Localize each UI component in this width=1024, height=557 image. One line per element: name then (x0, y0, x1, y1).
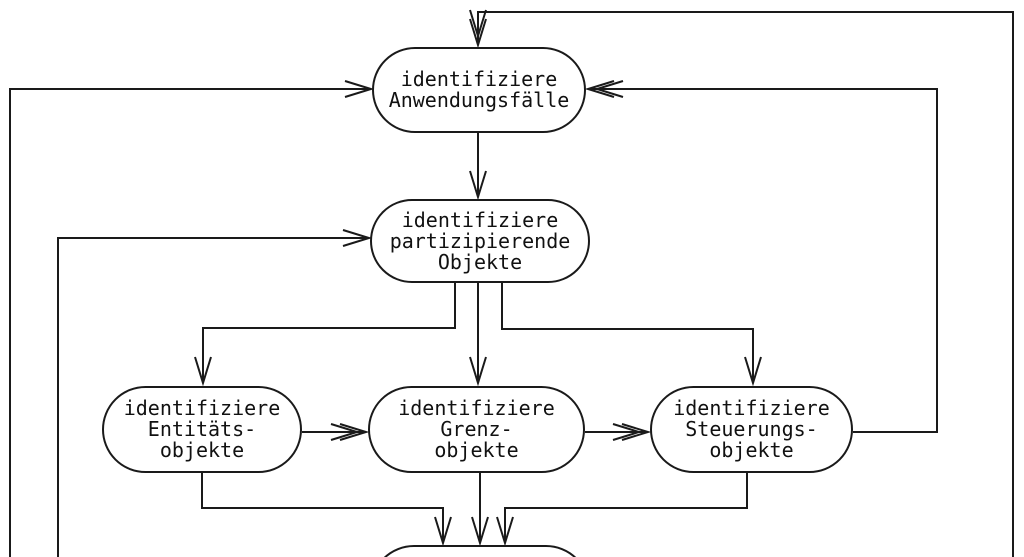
edge-feedback-top (469, 9, 1014, 557)
node-identifiziere-grenzobjekte: identifiziere Grenz- objekte (368, 386, 585, 473)
node-bottom-partial (370, 545, 590, 557)
edge-anwendungsfaelle-partizipierende (469, 133, 487, 201)
edge-partizipierende-grenz (469, 283, 487, 387)
edge-grenz-steuerungs (585, 423, 652, 441)
edge-partizipierende-steuerungs (501, 283, 762, 387)
edge-feedback-left-inner (57, 229, 373, 557)
edge-entitaets-grenz (302, 423, 370, 441)
edge-partizipierende-entitaets (194, 283, 456, 387)
node-identifiziere-entitaetsobjekte: identifiziere Entitäts- objekte (102, 386, 302, 473)
edge-grenz-bottom (471, 473, 489, 547)
node-identifiziere-anwendungsfaelle: identifiziere Anwendungsfälle (372, 47, 586, 133)
edge-feedback-left-outer (9, 80, 375, 557)
node-identifiziere-partizipierende-objekte: identifiziere partizipierende Objekte (370, 199, 590, 283)
edge-steuerungs-anwendungsfaelle (584, 80, 938, 433)
node-identifiziere-steuerungsobjekte: identifiziere Steuerungs- objekte (650, 386, 853, 473)
edge-steuerungs-bottom (496, 473, 748, 547)
edge-entitaets-bottom (201, 473, 452, 547)
